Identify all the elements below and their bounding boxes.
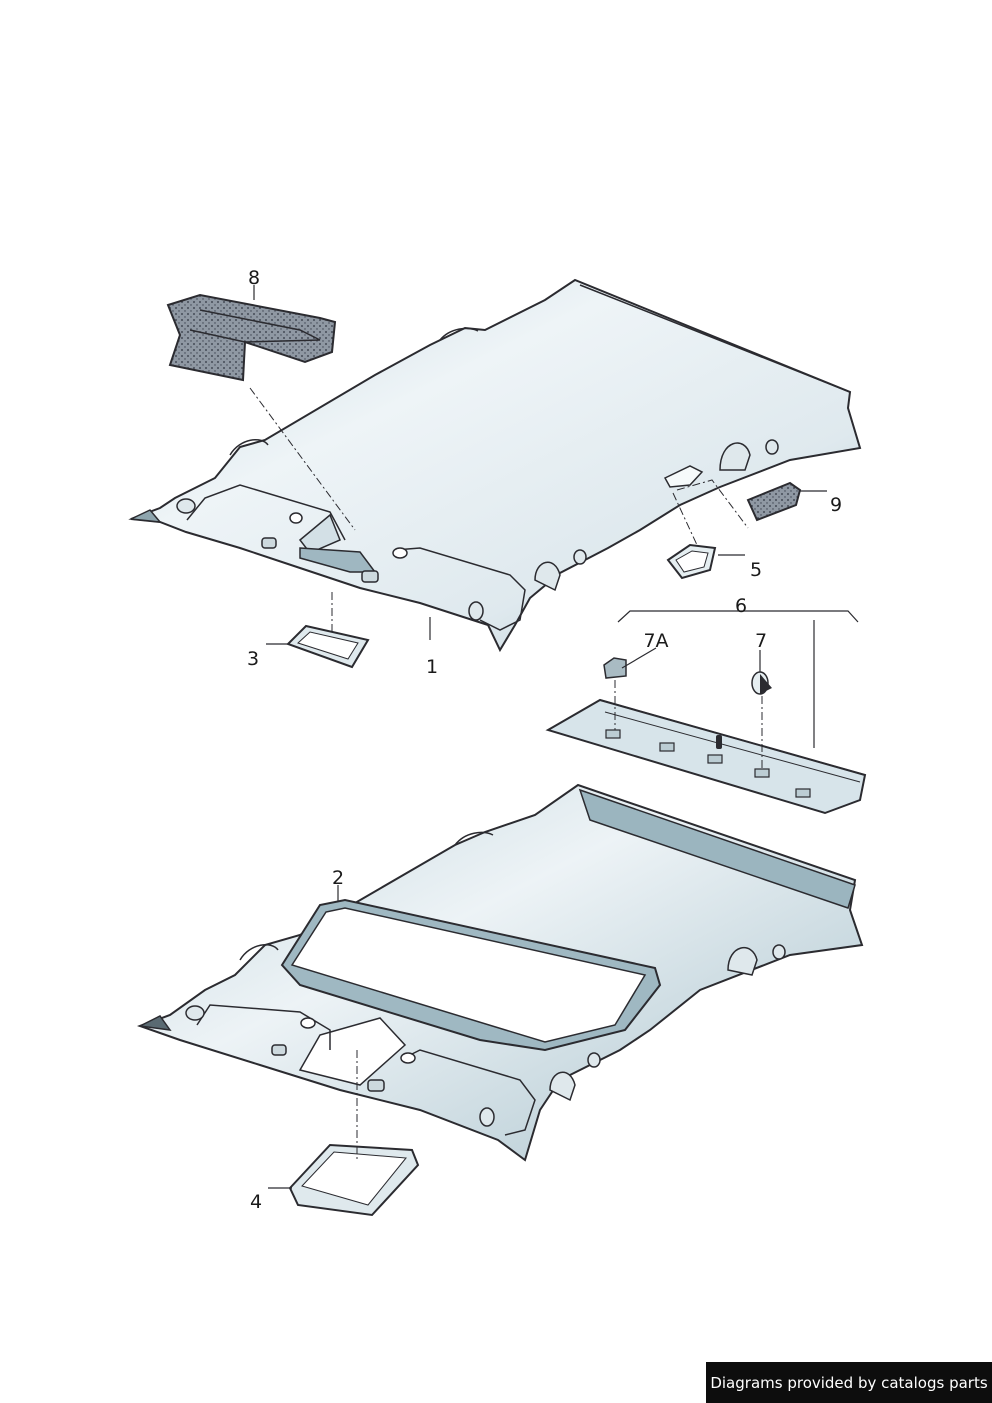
- insulation-pad-8: [166, 293, 337, 382]
- alignment-lines: [249, 387, 763, 1160]
- clip-7: [751, 671, 772, 695]
- cover-4: [288, 1143, 420, 1217]
- retaining-strip-6: [545, 698, 867, 815]
- callout-1: 1: [426, 656, 438, 678]
- headliner-panel-1: [128, 278, 862, 653]
- callout-7: 7: [755, 630, 767, 652]
- pad-9: [746, 481, 802, 522]
- callout-9: 9: [830, 494, 842, 516]
- callout-5: 5: [750, 559, 762, 581]
- callout-4: 4: [250, 1191, 262, 1213]
- callout-7a: 7A: [643, 630, 668, 652]
- callout-3: 3: [247, 648, 259, 670]
- leader-lines: [253, 285, 859, 1189]
- cover-5: [666, 543, 717, 580]
- clip-7a: [603, 657, 627, 679]
- callout-2: 2: [332, 867, 344, 889]
- headliner-panel-2: [137, 783, 864, 1162]
- footer-credit: Diagrams provided by catalogs parts: [706, 1362, 992, 1403]
- cover-3: [286, 624, 370, 669]
- callout-6: 6: [735, 595, 747, 617]
- callout-8: 8: [248, 267, 260, 289]
